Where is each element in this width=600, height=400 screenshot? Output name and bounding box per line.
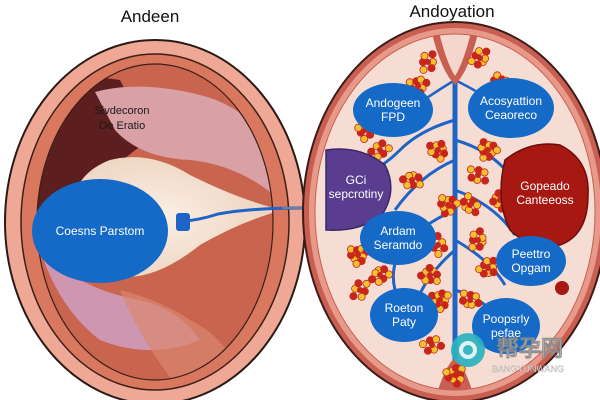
cell-cluster [426, 139, 449, 163]
cell-cluster [437, 194, 461, 218]
right-title: Andoyation [409, 2, 494, 21]
red-dot [555, 281, 569, 295]
oval-bottom-right [472, 298, 540, 354]
left-title: Andeen [121, 7, 180, 26]
cell-cluster [418, 335, 445, 355]
middle-label-2: Seramdo [374, 238, 423, 252]
cell-cluster [467, 47, 491, 69]
watermark: 帮孕网 BANGYUNWANG [451, 333, 564, 374]
pink-band-top [95, 86, 273, 200]
red-label-2: Canteeoss [516, 193, 573, 207]
oval-bottom-left [370, 288, 438, 342]
cell-cluster [349, 279, 371, 301]
watermark-latin: BANGYUNWANG [492, 364, 564, 374]
top-right-label-2: Ceaoreco [485, 108, 537, 122]
cell-cluster [398, 171, 424, 190]
top-right-label-1: Acosyattion [480, 94, 542, 108]
watermark-chinese: 帮孕网 [497, 336, 563, 361]
red-label-1: Gopeado [520, 179, 570, 193]
middle-label-1: Ardam [380, 224, 415, 238]
cell-cluster [367, 139, 393, 161]
cell-cluster [418, 50, 437, 74]
cell-cluster [459, 192, 481, 217]
oval-lower-right [496, 236, 566, 286]
cell-cluster [475, 256, 498, 278]
main-blue-oval [32, 179, 168, 283]
bottom-right-label-2: pefae [491, 326, 521, 340]
left-upper-label-1: Sivdecoron [94, 105, 149, 117]
cell-cluster [442, 364, 466, 388]
cell-cluster [416, 263, 441, 285]
oval-top-left [353, 83, 433, 137]
oval-top-right [468, 78, 554, 138]
cell-cluster [468, 227, 487, 252]
left-upper-label-2: Oe Eratio [99, 120, 145, 132]
cell-cluster [466, 165, 490, 185]
cell-cluster [458, 289, 483, 309]
side-label-1: GCi [346, 173, 367, 187]
bottom-left-label-1: Roeton [385, 301, 424, 315]
top-left-label-1: Andogeen [366, 96, 421, 110]
cell-cluster [368, 265, 393, 286]
lower-right-label-2: Opgam [511, 261, 550, 275]
lower-right-label-1: Peettro [512, 247, 551, 261]
bottom-right-label-1: Poopsrly [483, 312, 530, 326]
side-label-2: sepcrotiny [329, 187, 384, 201]
connector-node [176, 213, 190, 231]
oval-middle [360, 211, 436, 265]
left-main-label: Coesns Parstom [56, 224, 145, 238]
top-left-label-2: FPD [381, 110, 405, 124]
red-blob [500, 143, 589, 247]
purple-region [325, 148, 392, 231]
cell-cluster [477, 138, 501, 162]
bottom-left-label-2: Paty [392, 315, 416, 329]
connector-tube [177, 206, 303, 224]
